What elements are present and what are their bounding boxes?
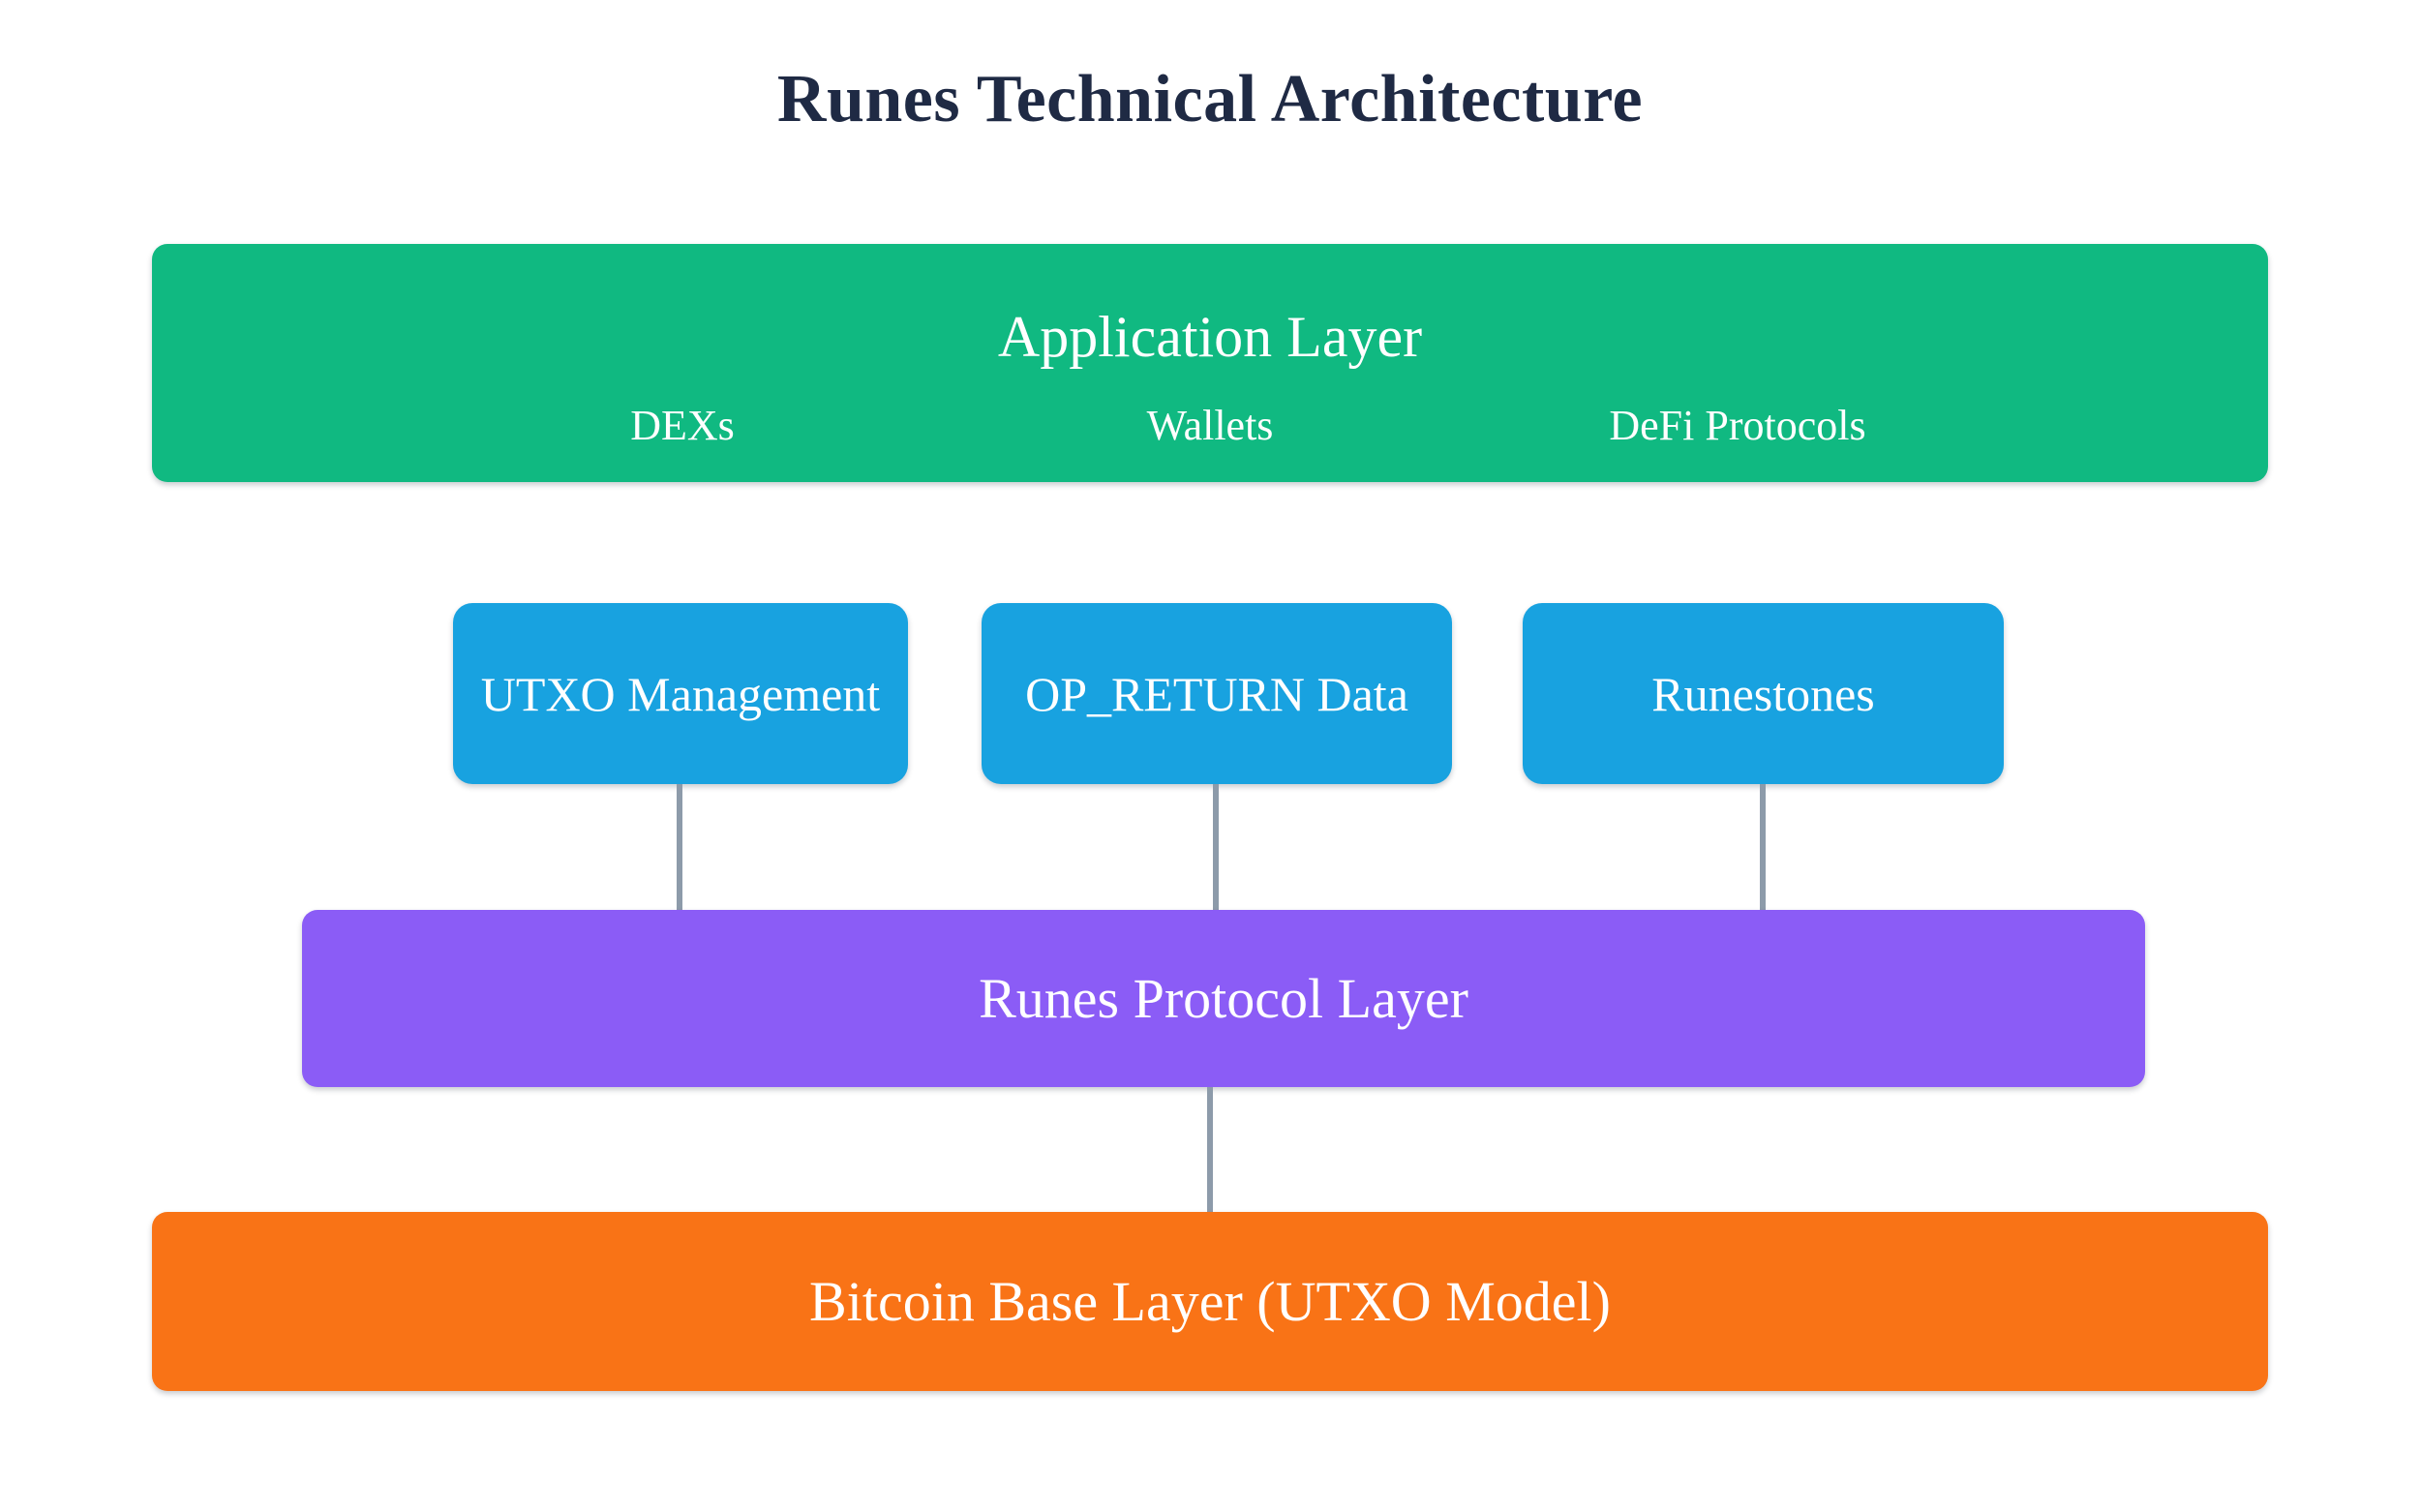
application-layer-items: DEXs Wallets DeFi Protocols: [152, 399, 2268, 453]
application-layer-label: Application Layer: [997, 305, 1423, 369]
component-box-runestones: Runestones: [1523, 603, 2004, 784]
runes-protocol-layer-box: Runes Protocol Layer: [302, 910, 2145, 1087]
application-layer-box: Application Layer DEXs Wallets DeFi Prot…: [152, 244, 2268, 482]
connector-runestones-to-protocol: [1760, 784, 1766, 910]
component-box-op-return-data: OP_RETURN Data: [982, 603, 1452, 784]
application-item-defi-protocols: DeFi Protocols: [1609, 402, 1866, 449]
connector-protocol-to-base: [1207, 1087, 1213, 1212]
application-item-wallets: Wallets: [1146, 402, 1274, 449]
connector-utxo-to-protocol: [677, 784, 682, 910]
component-box-utxo-management: UTXO Management: [453, 603, 908, 784]
diagram-title: Runes Technical Architecture: [776, 62, 1644, 136]
bitcoin-base-layer-box: Bitcoin Base Layer (UTXO Model): [152, 1212, 2268, 1391]
application-item-dexs: DEXs: [630, 402, 735, 449]
connector-opreturn-to-protocol: [1213, 784, 1219, 910]
